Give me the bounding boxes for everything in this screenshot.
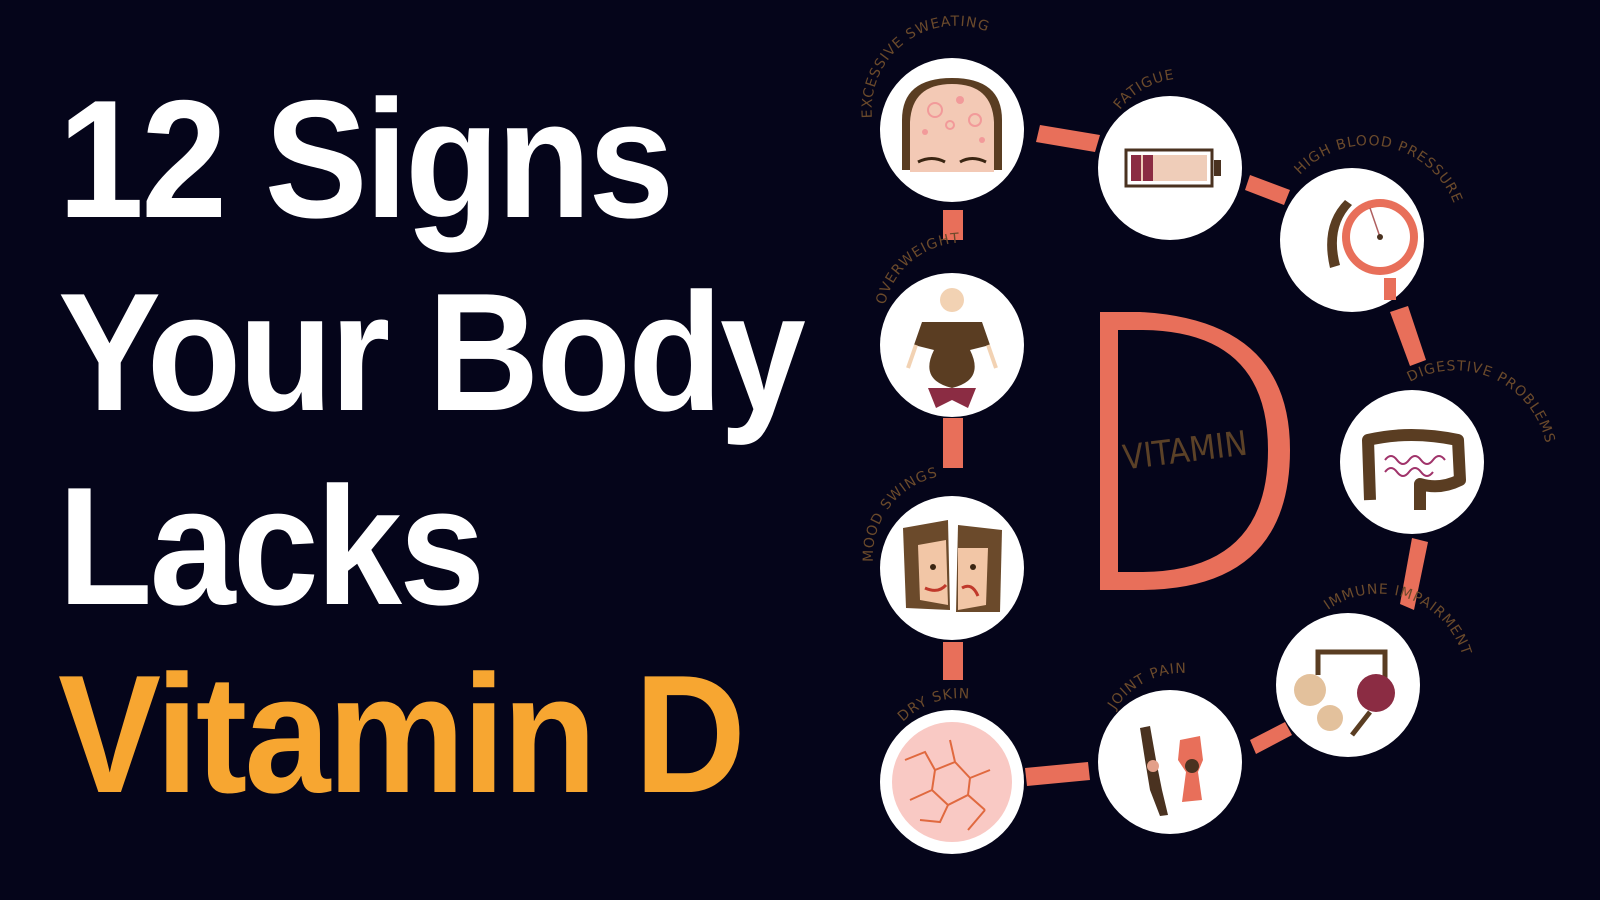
headline-line-2: Your Body <box>58 258 806 446</box>
sign-immune-impairment: IMMUNE IMPAIRMENT <box>1276 581 1473 757</box>
headline-line-1: 12 Signs <box>58 65 674 253</box>
sign-dry-skin: DRY SKIN <box>880 686 1024 854</box>
cracked-skin-icon <box>892 722 1012 842</box>
headline-line-3: Lacks <box>58 452 485 640</box>
split-face-icon <box>903 520 1002 612</box>
sign-digestive-problems: DIGESTIVE PROBLEMS <box>1340 358 1557 534</box>
vitamin-d-letter: VITAMIN <box>1100 312 1290 590</box>
sign-high-blood-pressure: HIGH BLOOD PRESSURE <box>1280 133 1464 312</box>
sign-overweight: OVERWEIGHT <box>873 231 1024 417</box>
headline-line-4-accent: Vitamin D <box>58 640 746 828</box>
low-battery-icon <box>1124 148 1221 188</box>
knee-joint-icon <box>1140 726 1203 816</box>
sign-fatigue: FATIGUE <box>1098 67 1242 240</box>
immune-cells-icon <box>1294 649 1395 737</box>
overweight-person-icon <box>906 288 998 408</box>
blood-pressure-gauge-icon <box>1327 199 1418 300</box>
sign-mood-swings: MOOD SWINGS <box>861 465 1024 640</box>
sweating-face-icon <box>902 78 1002 172</box>
connectors <box>943 125 1428 786</box>
intestines-icon <box>1362 429 1466 510</box>
vitamin-label: VITAMIN <box>1121 424 1250 479</box>
sign-joint-pain: JOINT PAIN <box>1098 661 1242 834</box>
sign-excessive-sweating: EXCESSIVE SWEATING <box>860 14 1024 202</box>
